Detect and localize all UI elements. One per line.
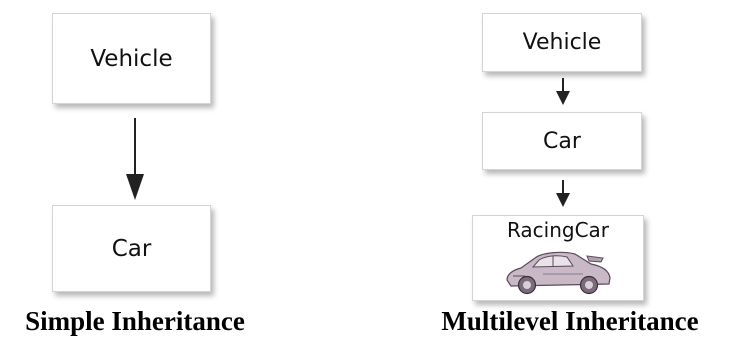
multilevel-inheritance-caption: Multilevel Inheritance bbox=[441, 306, 699, 336]
racing-car-icon bbox=[506, 251, 611, 295]
simple-inheritance-caption: Simple Inheritance bbox=[25, 306, 245, 336]
multilevel-car-label: Car bbox=[543, 128, 581, 154]
multilevel-arrow-2-icon bbox=[556, 180, 570, 207]
multilevel-vehicle-box: Vehicle bbox=[482, 13, 642, 72]
simple-inheritance-arrow-icon bbox=[126, 118, 144, 200]
simple-vehicle-box: Vehicle bbox=[52, 13, 211, 104]
multilevel-racingcar-label: RacingCar bbox=[506, 218, 610, 242]
multilevel-vehicle-label: Vehicle bbox=[522, 30, 602, 55]
simple-car-label: Car bbox=[111, 235, 152, 262]
multilevel-racingcar-box: RacingCar bbox=[472, 215, 644, 301]
simple-vehicle-label: Vehicle bbox=[90, 45, 173, 72]
multilevel-arrow-1-icon bbox=[556, 78, 570, 105]
simple-car-box: Car bbox=[52, 205, 211, 292]
multilevel-car-box: Car bbox=[482, 112, 642, 170]
